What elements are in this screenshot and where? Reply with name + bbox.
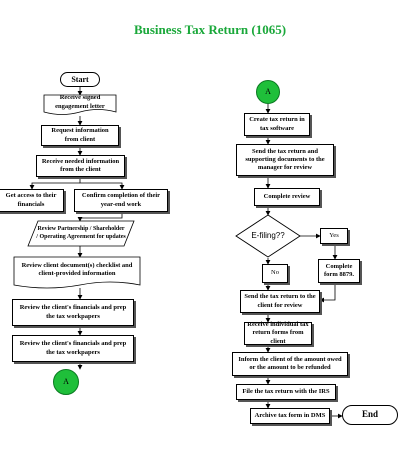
edge-8879-send (319, 283, 336, 303)
efiling-diamond (235, 214, 301, 258)
review-checklist-shape (13, 256, 141, 289)
complete-8879-node: Complete form 8879. (318, 259, 360, 283)
inform-client-node: Inform the client of the amount owed or … (232, 352, 348, 376)
request-info-node: Request information from client (41, 125, 119, 146)
no-node: No (262, 264, 288, 283)
review-financials-1-node: Review the client's financials and prep … (12, 299, 134, 326)
edge-needed-access (29, 182, 80, 190)
receive-forms-node: Receive individual tax return forms from… (244, 321, 312, 345)
complete-review-node: Complete review (254, 188, 320, 206)
confirm-completion-node: Confirm completion of their year-end wor… (74, 189, 168, 212)
send-manager-node: Send the tax return and supporting docum… (236, 144, 334, 176)
receive-needed-node: Receive needed information from the clie… (36, 155, 125, 177)
page-title: Business Tax Return (1065) (133, 22, 287, 37)
get-access-node: Get access to their financials (0, 189, 64, 212)
review-financials-2-node: Review the client's financials and prep … (12, 335, 134, 362)
review-partnership-shape (27, 220, 135, 247)
start-terminal: Start (60, 72, 100, 87)
create-return-node: Create tax return in tax software (244, 113, 310, 136)
receive-signed-shape (43, 94, 117, 115)
file-irs-node: File the tax return with the IRS (236, 384, 336, 400)
archive-node: Archive tax form in DMS (250, 408, 330, 424)
edge-needed-confirm (79, 177, 125, 190)
connector-a-in: A (256, 80, 280, 104)
end-terminal: End (342, 405, 398, 425)
send-client-node: Send the tax return to the client for re… (240, 290, 320, 313)
edge-confirm-partnership (77, 212, 123, 222)
connector-a-out: A (53, 369, 79, 395)
yes-node: Yes (320, 228, 348, 244)
